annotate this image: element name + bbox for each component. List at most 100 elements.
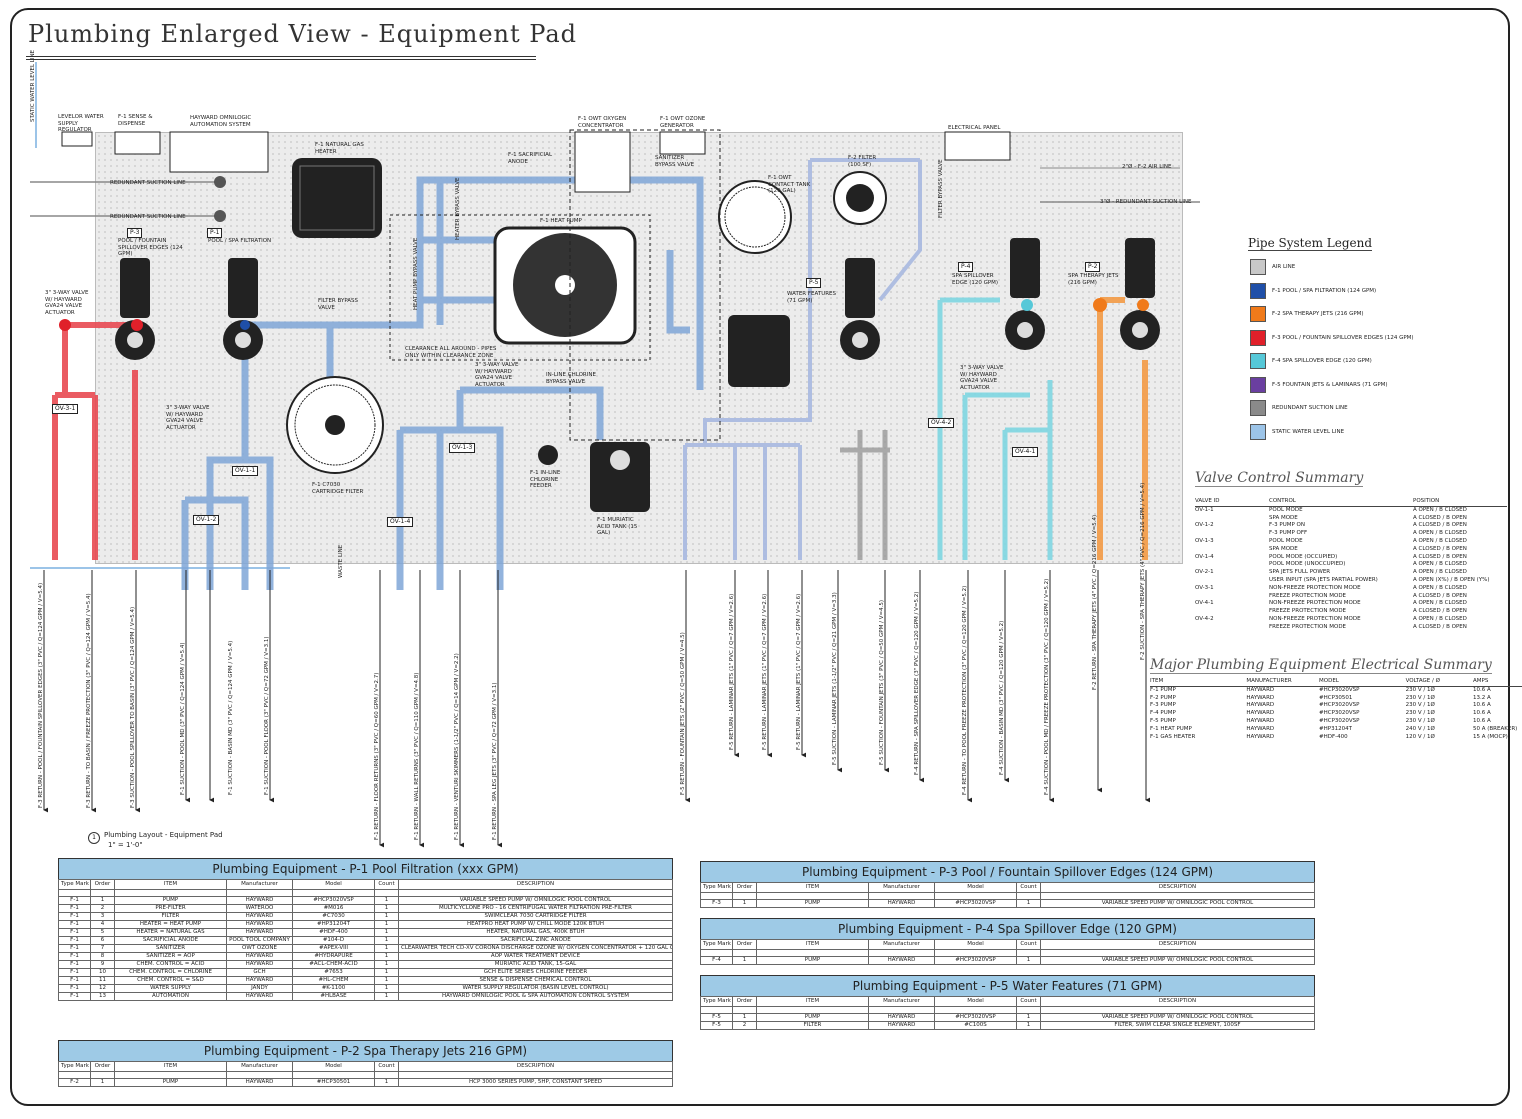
- drawing-frame: [10, 8, 1510, 1106]
- waste-line-label: WASTE LINE: [338, 544, 344, 578]
- summary-cell: F-3 PUMP ON: [1269, 522, 1305, 529]
- equipment-header: ITEM: [756, 882, 869, 893]
- valve-3way-4-label: 3" 3-WAY VALVE W/ HAYWARD GVA24 VALVE AC…: [960, 365, 1004, 391]
- legend-label: STATIC WATER LEVEL LINE: [1272, 428, 1345, 435]
- equipment-header: Count: [1016, 882, 1041, 893]
- equipment-cell: #HLBASE: [292, 992, 375, 1001]
- equipment-header: Description: [398, 1061, 673, 1072]
- equipment-header: ITEM: [756, 996, 869, 1007]
- equipment-header: Description: [1040, 939, 1315, 950]
- drawing-title: Plumbing Enlarged View - Equipment Pad: [28, 20, 578, 48]
- summary-cell: A OPEN / B CLOSED: [1413, 600, 1467, 607]
- equipment-cell: 7: [90, 944, 115, 953]
- equipment-header: Order: [90, 879, 115, 890]
- f3-pipes: [52, 322, 138, 560]
- summary-cell: 230 V / 1Ø: [1405, 710, 1435, 717]
- equipment-cell: FILTER, SWIM CLEAR SINGLE ELEMENT, 100SF: [1040, 1021, 1315, 1030]
- equipment-cell: AOP WATER TREATMENT DEVICE: [398, 952, 673, 961]
- summary-cell: USER INPUT (SPA JETS PARTIAL POWER): [1269, 576, 1378, 583]
- summary-header: MODEL: [1319, 678, 1406, 687]
- legend-swatch: [1250, 329, 1266, 346]
- equipment-cell: AUTOMATION: [114, 992, 227, 1001]
- legend-item: F-4 SPA SPILLOVER EDGE (120 GPM): [1250, 352, 1372, 370]
- summary-header: CONTROL: [1269, 498, 1413, 507]
- summary-cell: A CLOSED / B OPEN: [1413, 592, 1467, 599]
- summary-cell: SPA MODE: [1269, 514, 1298, 521]
- equipment-table-p4: Plumbing Equipment - P-4 Spa Spillover E…: [700, 918, 1315, 965]
- sense-dispense-label: F-1 SENSE & DISPENSE: [118, 114, 153, 127]
- equipment-cell: 3: [90, 912, 115, 921]
- equipment-cell: HAYWARD: [226, 952, 293, 961]
- equipment-table-title: Plumbing Equipment - P-2 Spa Therapy Jet…: [58, 1040, 673, 1061]
- legend-item: F-3 POOL / FOUNTAIN SPILLOVER EDGES (124…: [1250, 329, 1414, 347]
- equipment-header: Manufacturer: [868, 882, 935, 893]
- sanitizer-bypass-label: SANITIZER BYPASS VALVE: [655, 155, 695, 168]
- equipment-cell: HAYWARD: [226, 1078, 293, 1087]
- equipment-cell: 1: [732, 1013, 757, 1022]
- equipment-cell: SWIMCLEAR 7030 CARTRIDGE FILTER: [398, 912, 673, 921]
- summary-cell: 120 V / 1Ø: [1405, 733, 1435, 740]
- equipment-cell: GCH: [226, 968, 293, 977]
- redundant-suction-r-label: 3"ø - REDUNDANT SUCTION LINE: [1100, 199, 1192, 205]
- equipment-cell: PUMP: [756, 956, 869, 965]
- omnilogic-label: HAYWARD OMNILOGIC AUTOMATION SYSTEM: [190, 115, 252, 128]
- tag-ov14: OV-1-4: [387, 517, 414, 527]
- sacrificial-anode-label: F-1 SACRIFICIAL ANODE: [508, 152, 553, 165]
- pipe-label: F-3 RETURN - TO BASIN / FREEZE PROTECTIO…: [86, 593, 92, 808]
- electrical-summary-title: Major Plumbing Equipment Electrical Summ…: [1150, 657, 1492, 674]
- equipment-cell: 1: [374, 1078, 399, 1087]
- equipment-cell: MURIATIC ACID TANK, 15-GAL: [398, 960, 673, 969]
- legend-label: F-5 FOUNTAIN JETS & LAMINARS (71 GPM): [1272, 381, 1388, 388]
- pipe-label: F-5 RETURN - LAMINAR JETS (1" PVC / Q=7 …: [796, 593, 802, 750]
- equipment-header: Order: [732, 882, 757, 893]
- summary-cell: #HCP3020VSP: [1319, 717, 1360, 724]
- equipment-cell: 10: [90, 968, 115, 977]
- equipment-cell: 1: [374, 952, 399, 961]
- equipment-cell: 1: [374, 896, 399, 905]
- equipment-cell: HAYWARD: [226, 992, 293, 1001]
- valve-summary-title: Valve Control Summary: [1195, 470, 1364, 487]
- pump-p2: [1120, 238, 1160, 350]
- summary-cell: OV-3-1: [1195, 584, 1214, 591]
- summary-cell: [1195, 546, 1269, 554]
- pipe-label: F-5 RETURN - LAMINAR JETS (1" PVC / Q=7 …: [762, 593, 768, 750]
- f4-pipes: [937, 297, 1053, 560]
- tag-p3: P-3: [127, 228, 143, 238]
- legend-item: REDUNDANT SUCTION LINE: [1250, 399, 1348, 417]
- equipment-cell: 1: [732, 899, 757, 908]
- aop-system: [728, 315, 790, 387]
- equipment-cell: F-3: [700, 899, 733, 908]
- equipment-header: Count: [1016, 996, 1041, 1007]
- pipe-label: F-4 SUCTION - BASIN MD (3" PVC / Q=120 G…: [999, 620, 1005, 775]
- equipment-cell: #APEX-VIII: [292, 944, 375, 953]
- levelor-label: LEVELOR WATER SUPPLY REGULATOR: [58, 114, 104, 133]
- summary-cell: A OPEN / B CLOSED: [1413, 561, 1467, 568]
- pipe-label: F-1 RETURN - VENTURI SKIMMERS (1-1/2" PV…: [454, 653, 460, 840]
- summary-cell: F-1 GAS HEATER: [1150, 733, 1196, 740]
- air-line-label: 2"ø - F-2 AIR LINE: [1122, 164, 1172, 170]
- equipment-header: Type Mark: [700, 939, 733, 950]
- equipment-header: Description: [1040, 996, 1315, 1007]
- legend-label: F-2 SPA THERAPY JETS (216 GPM): [1272, 311, 1364, 317]
- equipment-cell: #C100S: [934, 1021, 1017, 1030]
- summary-cell: A OPEN / B CLOSED: [1413, 569, 1467, 576]
- equipment-cell: #HDF-400: [292, 928, 375, 937]
- equipment-cell: 12: [90, 984, 115, 993]
- equipment-cell: 1: [374, 912, 399, 921]
- equipment-cell: #HL-CHEM: [292, 976, 375, 985]
- equipment-cell: HAYWARD OMNILOGIC POOL & SPA AUTOMATION …: [398, 992, 673, 1001]
- equipment-cell: CHEM. CONTROL = ACID: [114, 960, 227, 969]
